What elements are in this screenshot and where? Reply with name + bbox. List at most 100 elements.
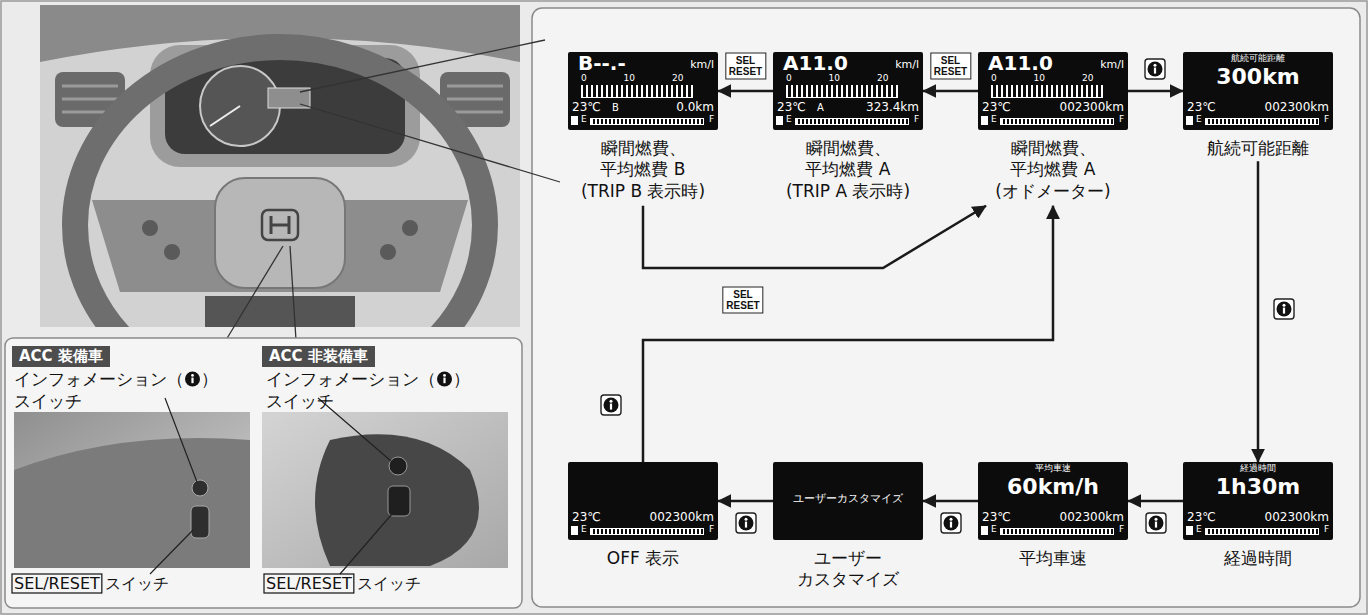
cycle-panel (532, 8, 1360, 607)
fuel-gauge (590, 118, 704, 125)
fuel-pump-icon (981, 116, 988, 125)
info-icon (1145, 59, 1165, 79)
lcd-text: 0 10 20 (786, 74, 888, 83)
info-button (192, 480, 208, 496)
steering-column (205, 296, 355, 327)
fuel-pump-icon (1186, 526, 1193, 535)
lcd-screen: 航続可能距離300km23℃002300kmEF (1183, 52, 1333, 130)
display-node: 航続可能距離300km23℃002300kmEF航続可能距離 (1183, 52, 1333, 159)
lcd-text: E (1196, 525, 1202, 534)
display-node: A11.0 km/l 0 10 20 23℃ 002300kmE F 瞬間燃費、 平均燃費 … (978, 52, 1128, 202)
flow-arrow (1128, 500, 1183, 503)
fuel-gauge (1205, 528, 1319, 535)
lcd-text: 0 10 20 (581, 74, 683, 83)
fuel-gauge (795, 118, 909, 125)
fuel-gauge (1000, 118, 1114, 125)
lcd-text: 23℃ (572, 101, 601, 113)
lcd-text: 1h30m (1216, 476, 1301, 498)
wheel-button (380, 244, 396, 260)
info-button (389, 457, 407, 475)
lcd-text: F (1119, 115, 1124, 124)
flow-arrow (643, 206, 986, 268)
lcd-text: 23℃ (777, 101, 806, 113)
flow-arrow (1128, 90, 1183, 93)
lcd-text: 60km/h (1007, 476, 1099, 498)
screen-caption: 瞬間燃費、 平均燃費 A (オドメーター) (988, 138, 1118, 202)
flow-arrow (718, 500, 773, 503)
lcd-text: 0 10 20 (991, 74, 1093, 83)
lcd-text: km/l (895, 59, 919, 70)
logo-mark (271, 216, 289, 234)
bar-graph (786, 85, 898, 97)
fuel-pump-icon (1186, 116, 1193, 125)
screen-caption: ユーザー カスタマイズ (783, 548, 913, 591)
bar-graph (991, 85, 1103, 97)
lcd-text: F (709, 115, 714, 124)
fuel-pump-icon (776, 116, 783, 125)
lcd-text: A (817, 103, 824, 113)
lcd-text: F (1324, 115, 1329, 124)
fuel-gauge (1000, 528, 1114, 535)
flow-arrow (923, 500, 978, 503)
display-node: B--.-km/l0 10 2023℃B0.0kmEF瞬間燃費、 平均燃費 B … (568, 52, 718, 202)
logo (262, 210, 298, 240)
info-icon (1146, 513, 1166, 533)
lcd-screen: 経過時間1h30m23℃002300kmEF (1183, 462, 1333, 540)
lcd-text: E (786, 115, 792, 124)
info-icon (601, 395, 621, 415)
steering-rim (75, 47, 485, 327)
lcd-text: E (581, 525, 587, 534)
button-label: SEL RESET (930, 53, 971, 80)
lcd-text: 323.4km (866, 101, 919, 113)
dashboard-photo (40, 5, 520, 327)
lcd-screen: B--.- km/l 0 10 20 23℃ B 0.0kmE F (568, 52, 718, 130)
lcd-text: 平均車速 (1035, 464, 1071, 473)
lcd-text: 23℃ (572, 511, 601, 523)
variant-heading: ACC 装備車 (12, 346, 110, 367)
lcd-text: 002300km (1265, 101, 1329, 113)
lcd-text: E (1196, 115, 1202, 124)
lcd-text: A11.0 (988, 53, 1053, 73)
display-node: 23℃002300kmEFOFF 表示 (568, 462, 718, 569)
lcd-text: 0.0km (676, 101, 714, 113)
info-icon (736, 513, 756, 533)
switch-panel (5, 338, 522, 608)
fuel-gauge (590, 528, 704, 535)
wheel-button (142, 220, 158, 236)
flow-arrow (718, 90, 773, 93)
button-label: SEL RESET (725, 53, 766, 80)
display-node: A11.0km/l0 10 2023℃A323.4kmEF瞬間燃費、 平均燃費 … (773, 52, 923, 202)
switch-label: インフォメーション（ ）スイッチ (14, 368, 229, 412)
wheel-hub (215, 178, 345, 288)
lcd-screen: A11.0 km/l 0 10 20 23℃ 002300kmE F (978, 52, 1128, 130)
lcd-text: F (1324, 525, 1329, 534)
lcd-text: km/l (1100, 59, 1124, 70)
bar-baseline (786, 97, 898, 98)
switch-label: インフォメーション（ ）スイッチ (266, 368, 481, 412)
lcd-text: A11.0 (783, 53, 848, 73)
screen-caption: 経過時間 (1193, 548, 1323, 569)
lcd-text: 002300km (1265, 511, 1329, 523)
lcd-text: 002300km (1060, 101, 1124, 113)
flow-arrow (1257, 161, 1260, 462)
sel-reset-button (191, 506, 209, 538)
lcd-text: 23℃ (982, 101, 1011, 113)
lcd-text: E (581, 115, 587, 124)
display-node: 平均車速60km/h23℃002300kmEF平均車速 (978, 462, 1128, 569)
lcd-screen: 23℃002300kmEF (568, 462, 718, 540)
lcd-text: 23℃ (1187, 511, 1216, 523)
leader-line (300, 40, 560, 182)
lcd-text: B--.- (578, 53, 626, 73)
lcd-text: km/l (690, 59, 714, 70)
fuel-pump-icon (571, 526, 578, 535)
lcd-text: F (709, 525, 714, 534)
fuel-pump-icon (981, 526, 988, 535)
lcd-text: E (991, 115, 997, 124)
wheel-button (164, 244, 180, 260)
lcd-text: E (991, 525, 997, 534)
lcd-text: B (612, 103, 619, 113)
leader-line (150, 398, 392, 574)
gauge-needle (210, 106, 240, 126)
lcd-screen: ユーザーカスタマイズ (773, 462, 923, 540)
